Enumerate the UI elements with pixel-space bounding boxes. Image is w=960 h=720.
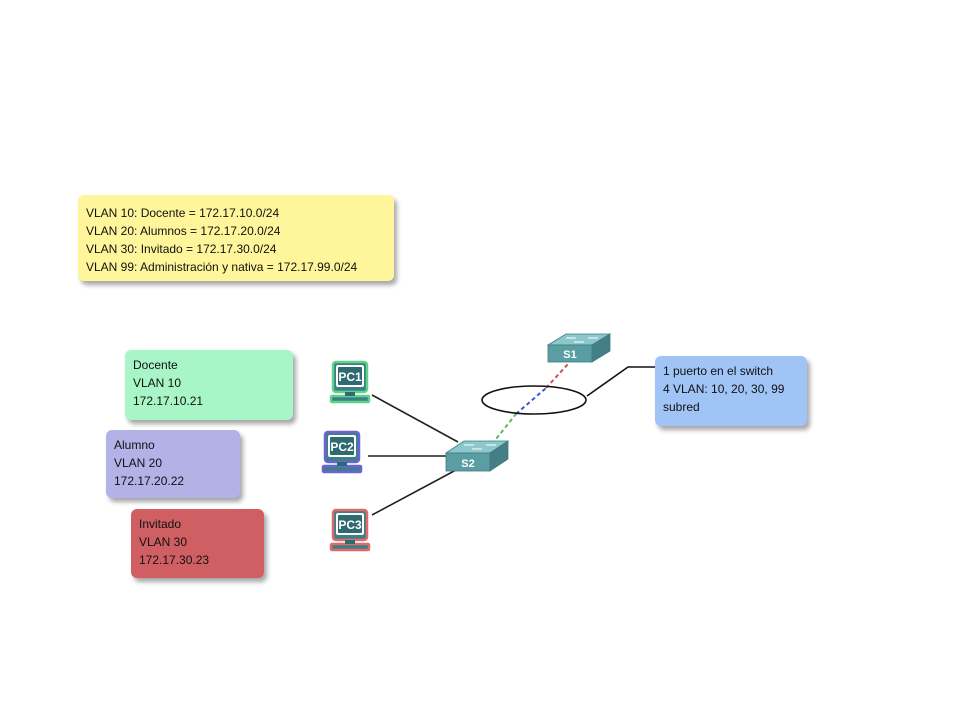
switch-s1-label: S1 bbox=[563, 349, 576, 361]
link-pc1-s2 bbox=[371, 394, 459, 443]
host-role: Docente bbox=[133, 358, 178, 372]
host-ip: 172.17.10.21 bbox=[133, 394, 204, 408]
trunk-ellipse bbox=[481, 385, 587, 415]
host-card-docente: Docente VLAN 10 172.17.10.21 bbox=[125, 350, 293, 420]
pc-label: PC3 bbox=[338, 518, 362, 532]
legend-line: VLAN 30: Invitado = 172.17.30.0/24 bbox=[86, 242, 277, 256]
trunk-link bbox=[491, 363, 569, 445]
callout-line bbox=[586, 366, 655, 397]
switch-s2: S2 bbox=[444, 440, 510, 472]
trunk-info-line: 1 puerto en el switch bbox=[663, 364, 774, 378]
switch-s1: S1 bbox=[546, 333, 612, 363]
host-vlan: VLAN 10 bbox=[133, 376, 182, 390]
legend-line: VLAN 10: Docente = 172.17.10.0/24 bbox=[86, 206, 280, 220]
trunk-info-line: 4 VLAN: 10, 20, 30, 99 bbox=[663, 382, 785, 396]
host-vlan: VLAN 30 bbox=[139, 535, 188, 549]
host-role: Alumno bbox=[114, 438, 155, 452]
switch-s2-label: S2 bbox=[461, 458, 474, 470]
vlan-legend: VLAN 10: Docente = 172.17.10.0/24 VLAN 2… bbox=[78, 195, 394, 281]
host-ip: 172.17.20.22 bbox=[114, 474, 185, 488]
host-card-invitado: Invitado VLAN 30 172.17.30.23 bbox=[131, 509, 264, 578]
pc-label: PC1 bbox=[338, 370, 362, 384]
trunk-info-card: 1 puerto en el switch 4 VLAN: 10, 20, 30… bbox=[655, 356, 807, 426]
trunk-info-line: subred bbox=[663, 400, 700, 414]
host-ip: 172.17.30.23 bbox=[139, 553, 210, 567]
host-role: Invitado bbox=[139, 517, 182, 531]
desktop-computer-icon: PC3 bbox=[329, 508, 371, 552]
pc-label: PC2 bbox=[330, 440, 354, 454]
legend-line: VLAN 99: Administración y nativa = 172.1… bbox=[86, 260, 358, 274]
link-pc3-s2 bbox=[371, 469, 457, 516]
host-vlan: VLAN 20 bbox=[114, 456, 163, 470]
desktop-computer-icon: PC1 bbox=[329, 360, 371, 404]
host-card-alumno: Alumno VLAN 20 172.17.20.22 bbox=[106, 430, 240, 498]
desktop-computer-icon: PC2 bbox=[321, 430, 363, 474]
legend-line: VLAN 20: Alumnos = 172.17.20.0/24 bbox=[86, 224, 281, 238]
